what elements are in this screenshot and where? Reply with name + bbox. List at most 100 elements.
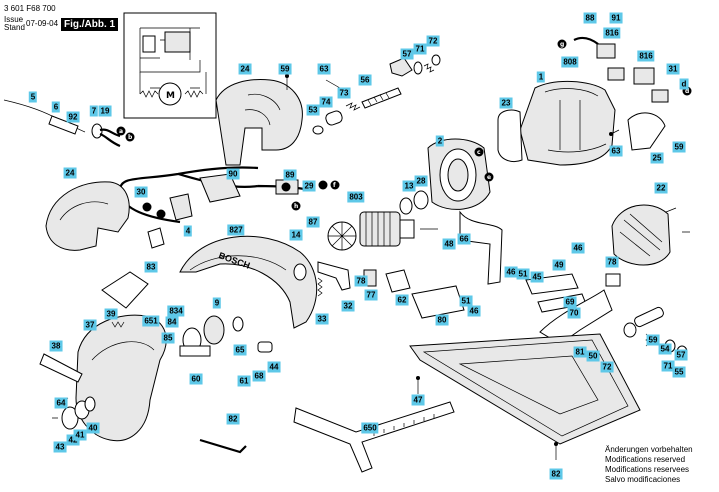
- part-label: 55: [672, 366, 686, 378]
- part-label: 62: [395, 294, 409, 306]
- part-label: 82: [226, 413, 240, 425]
- armature: [327, 211, 438, 251]
- bearing-65: [232, 316, 244, 332]
- part-label: 70: [567, 307, 581, 319]
- part-label: 78: [354, 275, 368, 287]
- note-de: Änderungen vorbehalten: [605, 445, 693, 454]
- wire-connector-letter: e: [487, 174, 491, 181]
- bracket-80: [411, 285, 465, 319]
- dust-spout: [101, 271, 149, 309]
- part-label: 59: [278, 63, 292, 75]
- part-label: 65: [233, 344, 247, 356]
- shaft-44: [257, 341, 273, 353]
- wiring-schematic: M: [123, 12, 217, 119]
- part-label: 54: [658, 343, 672, 355]
- part-label: 68: [252, 370, 266, 382]
- issue-label: Issue: [4, 15, 24, 24]
- part-label: 72: [600, 361, 614, 373]
- part-label: 77: [364, 289, 378, 301]
- wire-connector-g: g: [557, 39, 567, 49]
- part-label: 40: [86, 422, 100, 434]
- part-label: 46: [467, 305, 481, 317]
- carbon-brush-right: [651, 89, 669, 103]
- handle-housing-top: [215, 79, 303, 166]
- wire-connector-b: b: [125, 132, 135, 142]
- wire-connector-letter: d: [685, 88, 689, 95]
- part-label: 816: [637, 50, 655, 62]
- wire-connector-dot: [156, 209, 166, 219]
- part-label: 92: [66, 111, 80, 123]
- part-label: 85: [161, 332, 175, 344]
- bracket-62: [385, 269, 411, 293]
- part-label: 33: [315, 313, 329, 325]
- part-label: 9: [212, 297, 222, 309]
- part-label: 30: [134, 186, 148, 198]
- part-label: 57: [400, 48, 414, 60]
- ring-40: [84, 396, 96, 412]
- part-label: 73: [337, 87, 351, 99]
- part-label: 41: [73, 429, 87, 441]
- part-label: 46: [504, 266, 518, 278]
- part-label: 51: [459, 295, 473, 307]
- part-label: 66: [457, 233, 471, 245]
- switch-90: [199, 173, 241, 203]
- cable-clamp-4: [169, 193, 193, 221]
- wire-connector-e: e: [484, 172, 494, 182]
- locking-lever-32: [317, 261, 351, 291]
- part-label: 69: [563, 296, 577, 308]
- part-label: 78: [605, 256, 619, 268]
- part-label: 50: [586, 350, 600, 362]
- bearing-14: [293, 263, 307, 281]
- spring-33: [317, 277, 323, 297]
- part-label: 7: [89, 105, 99, 117]
- brush-cover-23: [497, 109, 523, 163]
- part-78-right: [605, 273, 621, 287]
- part-label: 44: [267, 361, 281, 373]
- brush-holder: [596, 43, 616, 59]
- parallel-guide: [293, 401, 455, 473]
- part-label: 82: [549, 468, 563, 480]
- part-number: 3 601 F68 700: [4, 4, 56, 13]
- part-label: 47: [411, 394, 425, 406]
- stand-label: Stand: [4, 23, 25, 32]
- part-label: 87: [306, 216, 320, 228]
- part-label: 90: [226, 168, 240, 180]
- part-label: 803: [347, 191, 365, 203]
- svg-text:M: M: [166, 91, 175, 101]
- bearing-13: [399, 197, 413, 215]
- part-label: 827: [227, 224, 245, 236]
- switch-trigger-83: [147, 227, 165, 249]
- part-label: d: [679, 78, 689, 90]
- part-label: 25: [650, 152, 664, 164]
- part-label: 53: [306, 104, 320, 116]
- issue-date: 07-09-04: [26, 19, 59, 28]
- part-label: 59: [646, 334, 660, 346]
- bearing-28: [413, 190, 429, 210]
- part-label: 83: [144, 261, 158, 273]
- part-label: 60: [189, 373, 203, 385]
- wire-connector-letter: g: [560, 41, 564, 48]
- part-label: 4: [183, 225, 193, 237]
- upper-blade-guard: [179, 235, 318, 329]
- wire-connector-letter: c: [477, 149, 481, 156]
- part-label: 22: [654, 182, 668, 194]
- part-label: 14: [289, 229, 303, 241]
- part-label: 39: [104, 308, 118, 320]
- part-label: 84: [165, 316, 179, 328]
- part-label: 5: [28, 91, 38, 103]
- part-label: 88: [583, 12, 597, 24]
- footer-notes: Änderungen vorbehalten Modifications res…: [605, 445, 717, 485]
- angle-bracket-48: [459, 210, 503, 285]
- part-label: 1: [536, 71, 546, 83]
- part-label: 48: [442, 238, 456, 250]
- base-plate: [409, 333, 641, 445]
- figure-badge: Fig./Abb. 1: [61, 18, 119, 31]
- wire-connector-letter: h: [294, 203, 298, 210]
- spindle-60: [179, 345, 211, 357]
- part-label: 42: [66, 434, 80, 446]
- note-fr: Modifications reservees: [605, 465, 690, 474]
- part-label: 80: [435, 314, 449, 326]
- part-label: 834: [167, 305, 185, 317]
- washer-57: [623, 322, 637, 338]
